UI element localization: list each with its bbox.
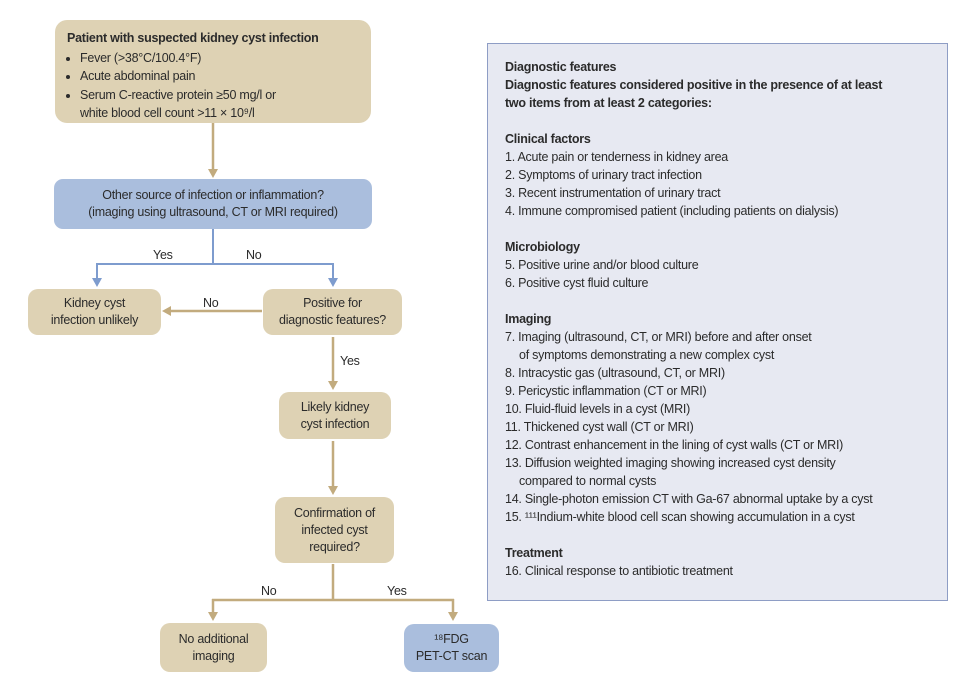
panel-item: 5. Positive urine and/or blood culture	[505, 258, 699, 272]
panel-item: 15. ¹¹¹Indium-white blood cell scan show…	[505, 510, 855, 524]
flowchart-node-petct: ¹⁸FDG PET-CT scan	[404, 624, 499, 672]
edge-label-no: No	[246, 248, 262, 262]
start-bullet-item: Acute abdominal pain	[80, 67, 359, 86]
panel-item: 8. Intracystic gas (ultrasound, CT, or M…	[505, 366, 725, 380]
panel-item: 7. Imaging (ultrasound, CT, or MRI) befo…	[505, 330, 812, 362]
node-label: Confirmation of infected cyst required?	[293, 505, 375, 554]
edge-label-yes: Yes	[387, 584, 407, 598]
node-label: Positive for diagnostic features?	[279, 296, 386, 327]
edge-label-yes: Yes	[340, 354, 360, 368]
panel-item: 16. Clinical response to antibiotic trea…	[505, 564, 733, 578]
flowchart-node-no-imaging: No additional imaging	[160, 623, 267, 672]
flowchart-node-positive: Positive for diagnostic features?	[263, 289, 402, 335]
flowchart-node-confirm: Confirmation of infected cyst required?	[275, 497, 394, 563]
flowchart-node-start: Patient with suspected kidney cyst infec…	[55, 20, 371, 123]
panel-title: Diagnostic features	[505, 60, 617, 74]
panel-item: 13. Diffusion weighted imaging showing i…	[505, 456, 836, 488]
edge-label-no: No	[261, 584, 277, 598]
panel-item: 4. Immune compromised patient (including…	[505, 204, 839, 218]
panel-item: 9. Pericystic inflammation (CT or MRI)	[505, 384, 707, 398]
start-node-bullets: Fever (>38°C/100.4°F) Acute abdominal pa…	[67, 49, 359, 123]
panel-section-heading: Clinical factors	[505, 132, 591, 146]
panel-sections: Clinical factors 1. Acute pain or tendern…	[505, 130, 937, 580]
flowchart-node-unlikely: Kidney cyst infection unlikely	[28, 289, 161, 335]
panel-item: 3. Recent instrumentation of urinary tra…	[505, 186, 721, 200]
start-bullet-item: Fever (>38°C/100.4°F)	[80, 49, 359, 68]
diagnostic-features-panel: Diagnostic features Diagnostic features …	[487, 43, 948, 601]
start-bullet-item: Serum C-reactive protein ≥50 mg/l or whi…	[80, 86, 359, 123]
panel-item: 14. Single-photon emission CT with Ga-67…	[505, 492, 873, 506]
panel-section-heading: Microbiology	[505, 240, 580, 254]
node-label: No additional imaging	[178, 631, 249, 663]
node-label: ¹⁸FDG PET-CT scan	[415, 632, 488, 663]
panel-intro: Diagnostic features considered positive …	[505, 78, 883, 110]
node-label: Likely kidney cyst infection	[300, 399, 370, 431]
panel-item: 12. Contrast enhancement in the lining o…	[505, 438, 844, 452]
flowchart-node-other-source: Other source of infection or inflammatio…	[54, 179, 372, 229]
panel-item: 6. Positive cyst fluid culture	[505, 276, 649, 290]
start-node-title: Patient with suspected kidney cyst infec…	[67, 31, 319, 45]
edge-label-yes: Yes	[153, 248, 173, 262]
panel-item: 11. Thickened cyst wall (CT or MRI)	[505, 420, 694, 434]
panel-item: 1. Acute pain or tenderness in kidney ar…	[505, 150, 728, 164]
flowchart-node-likely: Likely kidney cyst infection	[279, 392, 391, 439]
edge-label-no: No	[203, 296, 219, 310]
panel-item: 10. Fluid-fluid levels in a cyst (MRI)	[505, 402, 691, 416]
panel-section-heading: Imaging	[505, 312, 552, 326]
panel-section-heading: Treatment	[505, 546, 563, 560]
node-label: Other source of infection or inflammatio…	[88, 188, 338, 219]
panel-item: 2. Symptoms of urinary tract infection	[505, 168, 702, 182]
node-label: Kidney cyst infection unlikely	[50, 296, 139, 327]
